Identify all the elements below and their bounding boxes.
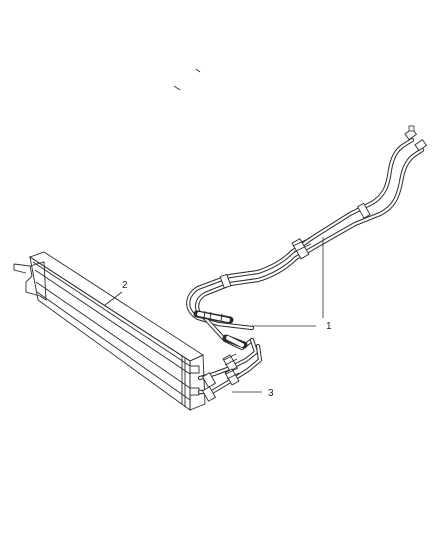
connector-fitting-3	[201, 372, 217, 388]
cooler-front-face	[29, 256, 191, 411]
loose-fitting-1	[195, 68, 201, 73]
hose-section-upper	[193, 310, 234, 324]
connector-fitting-2	[224, 367, 240, 386]
leader-line-2	[104, 291, 123, 306]
connector-fitting-1	[222, 353, 238, 372]
loose-fitting-2	[173, 85, 181, 91]
cooler-top-face	[28, 251, 204, 362]
tube-clip-1	[291, 237, 312, 260]
cooler-fitting-upper	[189, 365, 200, 374]
tube-end-fitting-upper	[404, 125, 418, 141]
cooler-tube-upper	[186, 137, 415, 331]
callout-leaders	[104, 237, 324, 393]
tube-end-fitting-lower	[414, 139, 428, 152]
callout-label-2: 2	[122, 280, 128, 291]
cooler-end-tank	[189, 354, 206, 411]
oil-cooler	[13, 251, 206, 411]
tube-clip-3	[219, 273, 232, 289]
callout-label-1: 1	[326, 321, 332, 332]
hose-section-lower	[222, 334, 248, 349]
cooler-line-assembly	[173, 68, 428, 395]
cooler-connector-fittings	[201, 353, 240, 402]
cooler-mount-bracket	[13, 263, 41, 297]
cooler-fitting-lower	[189, 387, 200, 396]
callout-label-3: 3	[268, 388, 274, 399]
tube-clip-2	[356, 202, 371, 219]
connector-fitting-4	[201, 386, 217, 402]
